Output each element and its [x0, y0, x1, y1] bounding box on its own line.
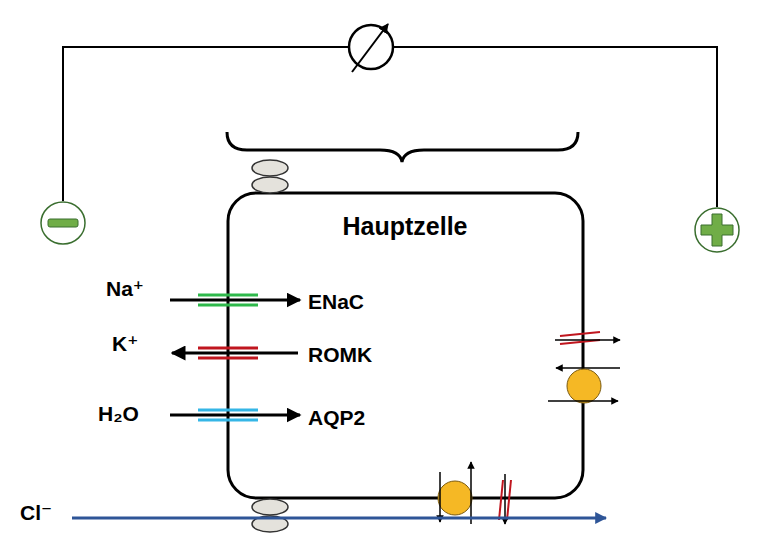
minus-electrode	[41, 202, 85, 244]
cell-box: Hauptzelle	[342, 212, 467, 241]
ion-label: Na⁺	[106, 277, 144, 300]
plus-electrode	[695, 208, 739, 252]
circuit-wire	[63, 47, 717, 207]
molecule-label: H₂O	[98, 402, 139, 425]
basolateral-transport	[548, 332, 620, 403]
channel-symbol	[198, 295, 258, 420]
channel-label: ROMK	[308, 343, 372, 366]
flux-arrow	[170, 300, 300, 415]
bracket	[227, 132, 578, 162]
ion-label: Cl⁻	[20, 501, 52, 524]
channel-label: AQP2	[308, 406, 365, 429]
chloride-arrow	[72, 517, 606, 520]
tight-junction	[252, 160, 288, 532]
channel-label: ENaC	[308, 290, 364, 313]
ion-label: K⁺	[112, 332, 138, 355]
voltmeter-symbol	[349, 24, 393, 72]
basolateral-transport	[438, 462, 511, 524]
cell-membrane	[228, 193, 583, 498]
cell-title: Hauptzelle	[342, 212, 467, 241]
